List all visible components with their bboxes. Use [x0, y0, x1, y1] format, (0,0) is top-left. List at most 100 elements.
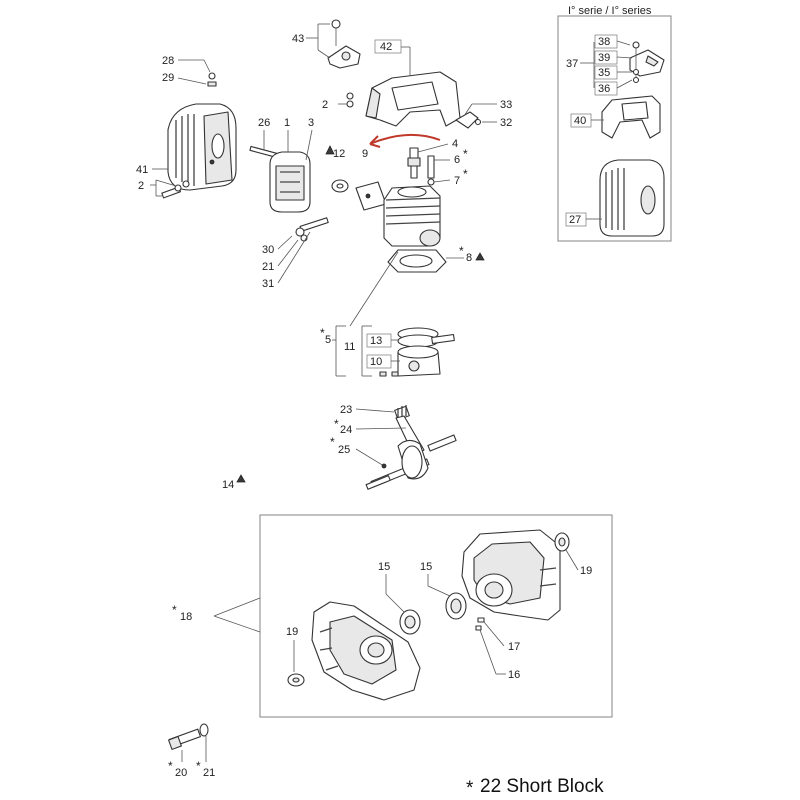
label-29: 29 [162, 72, 174, 84]
label-2-muffler: 2 [138, 180, 144, 192]
label-28: 28 [162, 55, 174, 67]
label-42: 42 [380, 41, 392, 53]
label-37: 37 [566, 58, 578, 70]
label-5: 5 [325, 334, 331, 346]
triangle-marker-14 [236, 474, 246, 483]
part-28-29-screw [207, 72, 217, 87]
series-inset-title: I° serie / I° series [568, 5, 652, 17]
label-19-right: 19 [580, 565, 592, 577]
label-27: 27 [569, 214, 581, 226]
inset-muffler-part [599, 159, 665, 237]
label-box-40 [570, 113, 592, 128]
part-41-muffler [167, 103, 237, 191]
svg-text:*: * [196, 759, 201, 773]
label-36: 36 [598, 83, 610, 95]
label-43: 43 [292, 33, 304, 45]
label-box-39 [594, 50, 618, 65]
label-13: 13 [370, 335, 382, 347]
part-16-pin [475, 625, 482, 631]
part-crankcase-right [461, 529, 561, 621]
part-42-top-cover [365, 71, 461, 127]
label-38: 38 [598, 36, 610, 48]
crankcase-frame [259, 514, 613, 718]
label-15-right: 15 [420, 561, 432, 573]
label-8: 8 [466, 252, 472, 264]
label-23: 23 [340, 404, 352, 416]
caption-short-block: 22 Short Block [480, 776, 604, 797]
label-17: 17 [508, 641, 520, 653]
part-cylinder [383, 185, 441, 247]
label-21-top: 21 [262, 261, 274, 273]
part-6-7-studs [427, 155, 435, 186]
svg-text:*: * [330, 435, 335, 449]
label-32: 32 [500, 117, 512, 129]
part-12-gasket [331, 179, 349, 193]
svg-text:*: * [172, 603, 177, 617]
label-box-36 [594, 81, 618, 96]
svg-text:*: * [463, 147, 468, 161]
part-2-screws-top [338, 92, 354, 108]
label-31: 31 [262, 278, 274, 290]
part-crankcase-left [311, 601, 421, 701]
label-7: 7 [454, 175, 460, 187]
label-21-bottom: 21 [203, 767, 215, 779]
inset-cover-part [601, 95, 661, 139]
inset-labels: 37 38 39 35 36 40 27 [565, 34, 633, 227]
label-24: 24 [340, 424, 352, 436]
label-box-27 [565, 212, 587, 227]
svg-text:*: * [168, 759, 173, 773]
label-3: 3 [308, 117, 314, 129]
label-20: 20 [175, 767, 187, 779]
part-piston-pin [431, 333, 455, 345]
part-9-gasket-plate [355, 181, 387, 211]
annotation-arrow [369, 133, 441, 145]
part-15-bearing-right [445, 592, 467, 620]
svg-text:*: * [334, 417, 339, 431]
part-43-cap [327, 19, 361, 69]
label-6: 6 [454, 154, 460, 166]
part-4-spark-plug [407, 147, 421, 179]
label-19-left: 19 [286, 626, 298, 638]
part-1-muffler-block [269, 151, 311, 213]
label-box-42 [374, 39, 402, 54]
label-18: 18 [180, 611, 192, 623]
triangle-marker-8 [475, 252, 485, 261]
part-15-bearing-left [399, 609, 421, 635]
label-16: 16 [508, 669, 520, 681]
label-40: 40 [574, 115, 586, 127]
series-inset-frame [557, 15, 672, 242]
svg-text:*: * [320, 326, 325, 340]
part-8-base-gasket [387, 249, 447, 273]
label-box-38 [594, 34, 618, 49]
leader-cylinder-piston [349, 251, 399, 327]
label-26: 26 [258, 117, 270, 129]
label-12: 12 [333, 148, 345, 160]
part-2-screws-muffler [161, 180, 190, 199]
part-20-21-screw [168, 723, 209, 750]
part-30-21-31-screw [295, 217, 329, 242]
label-30: 30 [262, 244, 274, 256]
svg-text:*: * [463, 167, 468, 181]
label-11: 11 [344, 341, 355, 353]
part-17-dowel [477, 617, 485, 623]
triangle-marker-3 [325, 145, 335, 155]
label-9: 9 [362, 148, 368, 160]
label-39: 39 [598, 52, 610, 64]
label-35: 35 [598, 67, 610, 79]
part-19-seal-left [287, 673, 305, 687]
crankcase-box [213, 514, 613, 718]
part-5-11-piston-bracket [335, 325, 372, 377]
series-inset: I° serie / I° series 37 [557, 5, 672, 242]
label-25: 25 [338, 444, 350, 456]
label-10: 10 [370, 356, 382, 368]
label-15-left: 15 [378, 561, 390, 573]
label-box-10 [366, 354, 392, 369]
label-2-top: 2 [322, 99, 328, 111]
part-25-crankshaft [365, 434, 457, 490]
label-4: 4 [452, 138, 458, 150]
part-10-piston [397, 345, 441, 377]
inset-cap-part [629, 41, 665, 84]
part-19-seal-right [554, 532, 570, 552]
